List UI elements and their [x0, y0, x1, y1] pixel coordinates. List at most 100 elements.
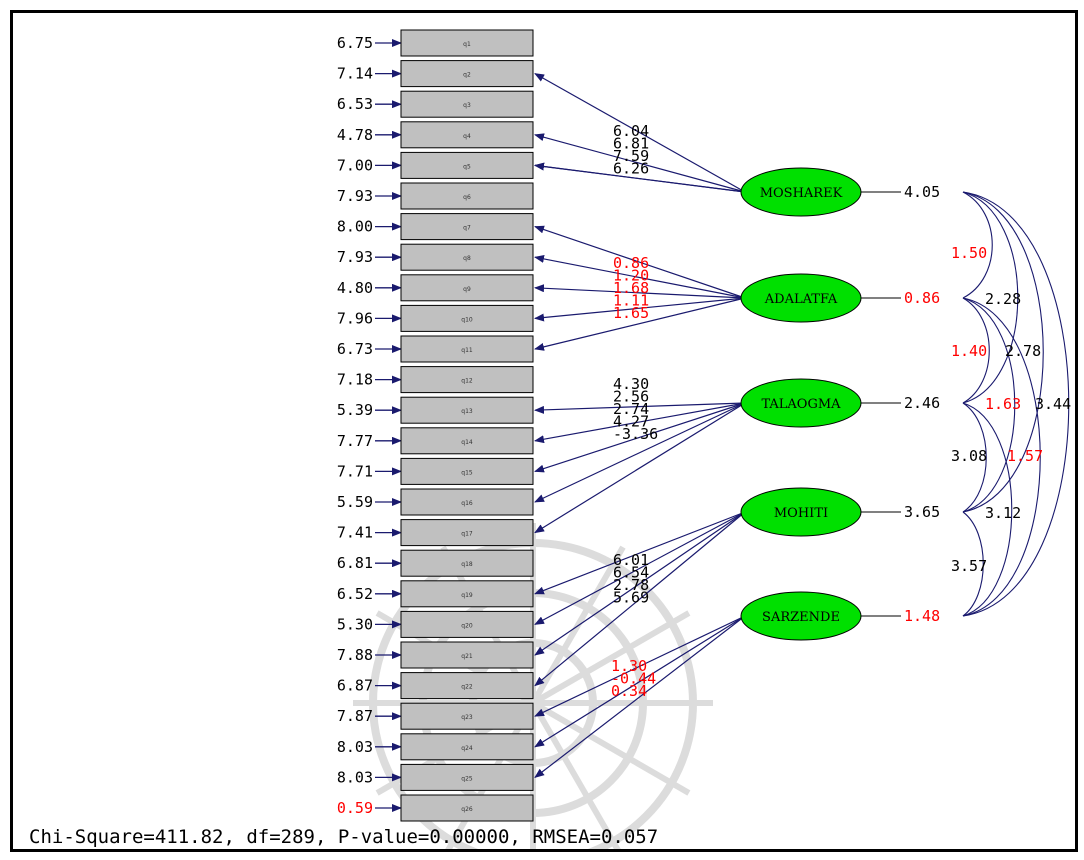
indicator-box — [400, 427, 534, 455]
indicator-box — [400, 182, 534, 210]
error-variance: 6.75 — [337, 34, 373, 52]
loading-arrow — [534, 225, 746, 299]
covariance-arc — [962, 297, 990, 404]
loading-arrow — [534, 615, 746, 717]
error-variance: 7.93 — [337, 187, 373, 205]
indicator-label: q11 — [461, 347, 473, 354]
indicator-label: q25 — [461, 775, 473, 782]
covariance-arc — [962, 402, 1013, 617]
error-variance: 5.39 — [337, 401, 373, 419]
indicator-box — [400, 90, 534, 118]
error-variance: 7.77 — [337, 432, 373, 450]
latent-label: MOHITI — [774, 506, 828, 521]
latent-variance: 2.46 — [904, 394, 940, 412]
covariance-arc — [962, 402, 987, 513]
indicator-box — [400, 641, 534, 669]
loading-estimate: 1.11 — [613, 292, 649, 310]
error-variance: 8.03 — [337, 738, 373, 756]
loading-estimate: 0.34 — [611, 682, 647, 700]
loading-estimate: 1.68 — [613, 279, 649, 297]
latent-label: MOSHAREK — [760, 186, 843, 201]
indicator-label: q12 — [461, 378, 473, 385]
indicator-label: q6 — [463, 194, 471, 201]
loading-arrow — [534, 297, 746, 351]
loading-estimate: 6.26 — [613, 160, 649, 178]
error-variance: 8.03 — [337, 768, 373, 786]
loading-estimate: 1.20 — [613, 267, 649, 285]
loading-arrow — [534, 162, 746, 193]
loading-arrow — [534, 402, 746, 444]
indicator-label: q2 — [463, 72, 471, 79]
indicator-label: q18 — [461, 561, 473, 568]
indicator-box — [400, 396, 534, 424]
path-diagram: q1q2q3q4q5q6q7q8q9q10q11q12q13q14q15q16q… — [29, 29, 1071, 849]
loading-estimate: 6.01 — [613, 551, 649, 569]
error-variance: 4.78 — [337, 126, 373, 144]
error-variance: 6.81 — [337, 554, 373, 572]
covariance-estimate: 1.40 — [951, 342, 987, 360]
indicator-label: q15 — [461, 469, 473, 476]
loading-arrow — [534, 402, 746, 473]
loading-estimate: 6.81 — [613, 135, 649, 153]
error-variance: 5.30 — [337, 615, 373, 633]
latent-variance: 4.05 — [904, 183, 940, 201]
covariance-estimate: 3.08 — [951, 447, 987, 465]
indicator-box — [400, 213, 534, 241]
covariance-estimate: 1.63 — [985, 395, 1021, 413]
indicator-label: q1 — [463, 41, 471, 48]
indicator-label: q17 — [461, 531, 473, 538]
latent-label: TALAOGMA — [761, 397, 841, 412]
loading-estimate: 6.54 — [613, 564, 649, 582]
covariance-estimate: 2.28 — [985, 290, 1021, 308]
covariance-estimate: 3.12 — [985, 504, 1021, 522]
indicator-box — [400, 366, 534, 394]
indicator-box — [400, 488, 534, 516]
path-arrows — [375, 39, 1070, 812]
indicator-box — [400, 335, 534, 363]
covariance-arc — [962, 191, 1019, 404]
covariance-estimate: 3.57 — [951, 557, 987, 575]
latent-variance: 1.48 — [904, 607, 940, 625]
error-variance: 6.53 — [337, 95, 373, 113]
indicator-box — [400, 672, 534, 700]
indicator-label: q14 — [461, 439, 473, 446]
loading-estimate: 1.30 — [611, 657, 647, 675]
loading-estimate: 7.59 — [613, 147, 649, 165]
loading-estimate: -0.44 — [611, 670, 656, 688]
latent-variance: 3.65 — [904, 503, 940, 521]
indicator-label: q9 — [463, 286, 471, 293]
loading-estimate: 0.86 — [613, 254, 649, 272]
indicator-label: q26 — [461, 806, 473, 813]
loading-estimate: 5.69 — [613, 589, 649, 607]
indicator-label: q19 — [461, 592, 473, 599]
indicator-label: q23 — [461, 714, 473, 721]
loading-arrow — [534, 402, 746, 534]
loading-estimate: -3.36 — [613, 425, 658, 443]
loading-arrow — [534, 511, 746, 625]
loading-arrow — [534, 615, 746, 748]
indicator-label: q5 — [463, 163, 471, 170]
loading-arrow — [534, 402, 746, 414]
error-variance: 7.88 — [337, 646, 373, 664]
loading-estimate: 4.30 — [613, 375, 649, 393]
indicator-box — [400, 549, 534, 577]
indicator-label: q13 — [461, 408, 473, 415]
indicator-box — [400, 60, 534, 88]
loading-arrow — [534, 254, 746, 299]
loading-arrow — [534, 297, 746, 322]
indicator-box — [400, 702, 534, 730]
error-variance: 7.87 — [337, 707, 373, 725]
latent-ellipse — [740, 378, 862, 428]
loading-arrow — [534, 402, 746, 503]
loading-arrow — [534, 511, 746, 656]
indicator-box — [400, 519, 534, 547]
indicator-box — [400, 243, 534, 271]
loading-estimate: 2.56 — [613, 388, 649, 406]
indicator-box — [400, 29, 534, 57]
covariance-estimate: 1.50 — [951, 244, 987, 262]
error-variance: 7.96 — [337, 309, 373, 327]
fit-statistics: Chi-Square=411.82, df=289, P-value=0.000… — [29, 826, 658, 848]
indicator-box — [400, 457, 534, 485]
loading-arrow — [534, 511, 746, 595]
